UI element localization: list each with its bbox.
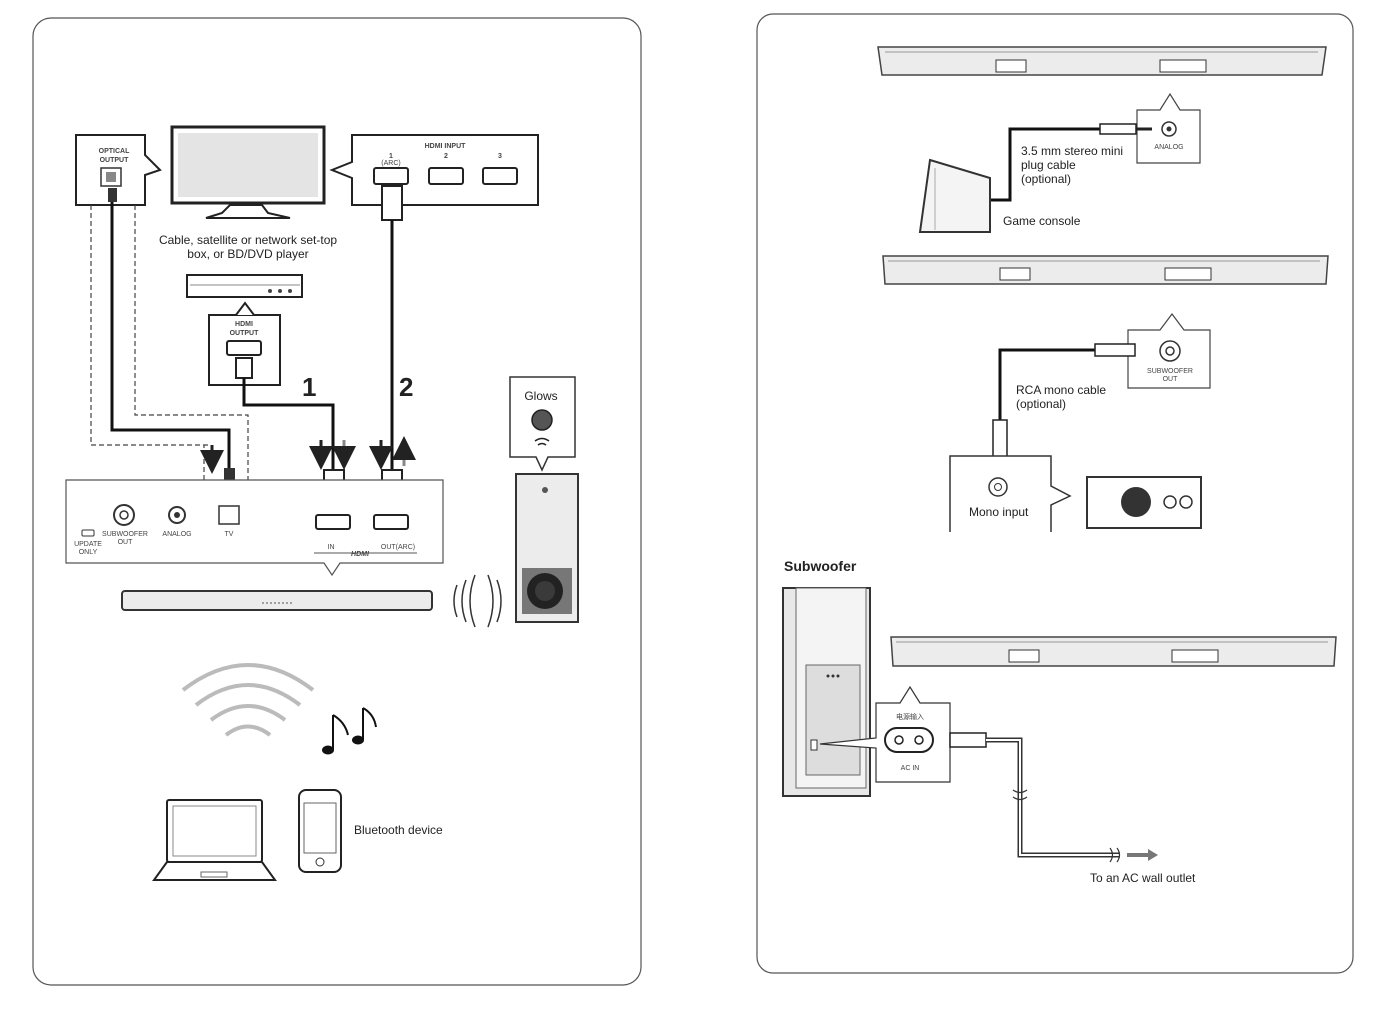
step-2-number: 2 <box>399 372 413 402</box>
analog-label: ANALOG <box>162 531 191 538</box>
wireless-waves-icon <box>453 574 502 628</box>
line2-label: OUTPUT <box>230 330 260 337</box>
update-line1-label: UPDATE <box>74 541 102 548</box>
out-arc-label: OUT(ARC) <box>381 544 415 551</box>
game-console-icon <box>918 158 991 233</box>
rca-cable <box>992 343 1136 463</box>
game-console-label: Game console <box>1003 214 1081 228</box>
hdmi-output-callout: HDMI OUTPUT <box>208 301 281 386</box>
right-page-frame <box>756 13 1354 974</box>
mini-plug-cable <box>990 123 1152 202</box>
bluetooth-waves-icon <box>181 663 315 737</box>
sub-out-line1-label: SUBWOOFER <box>1147 368 1193 375</box>
subwoofer-icon <box>515 473 579 623</box>
port3-label: 3 <box>498 153 502 160</box>
stereo-cable-line3-label: (optional) <box>1021 172 1071 186</box>
optical-line2: OUTPUT <box>100 157 130 164</box>
music-note-icon <box>322 707 377 755</box>
stereo-cable-line2-label: plug cable <box>1021 158 1076 172</box>
mono-input-label: Mono input <box>969 505 1029 519</box>
hdmi-input-title: HDMI INPUT <box>425 143 467 150</box>
sub-line1-label: SUBWOOFER <box>102 531 148 538</box>
bluetooth-device-label: Bluetooth device <box>354 823 443 837</box>
analog-callout: ANALOG <box>1136 92 1201 164</box>
soundbar-rear-middle <box>882 255 1329 285</box>
left-page-frame <box>32 17 642 986</box>
stereo-cable-line1-label: 3.5 mm stereo mini <box>1021 144 1123 158</box>
glows-label: Glows <box>524 389 557 403</box>
port1-sub-label: (ARC) <box>381 160 400 167</box>
source-caption-line1: Cable, satellite or network set-top <box>159 233 337 247</box>
ac-in-label: AC IN <box>901 765 920 772</box>
source-caption-line2: box, or BD/DVD player <box>187 247 308 261</box>
power-cord <box>949 732 1158 863</box>
external-subwoofer-icon <box>1086 476 1202 529</box>
subwoofer-side-icon <box>782 587 871 797</box>
soundbar-rear-top <box>877 46 1327 76</box>
step-1-number: 1 <box>302 372 316 402</box>
tv-label: TV <box>225 531 234 538</box>
soundbar-rear-panel: UPDATE ONLY SUBWOOFER OUT ANALOG TV IN O… <box>65 479 444 577</box>
rca-line1-label: RCA mono cable <box>1016 383 1106 397</box>
wall-outlet-label: To an AC wall outlet <box>1090 871 1196 885</box>
subwoofer-out-callout: SUBWOOFER OUT <box>1127 313 1211 389</box>
mono-input-callout <box>949 455 1072 532</box>
sub-line2-label: OUT <box>118 539 134 546</box>
port1-label: 1 <box>389 153 393 160</box>
port2-label: 2 <box>444 153 448 160</box>
set-top-box-icon <box>186 274 303 298</box>
subwoofer-heading: Subwoofer <box>784 558 857 574</box>
tv-icon <box>170 125 326 219</box>
soundbar-front <box>121 590 433 611</box>
power-in-cn-label: 电源输入 <box>896 712 924 721</box>
laptop-icon <box>152 799 277 881</box>
in-label: IN <box>328 544 335 551</box>
glows-callout: Glows <box>509 376 576 472</box>
hdmi-input-callout: HDMI INPUT 1 (ARC) 2 3 <box>329 134 539 206</box>
ac-in-callout: 电源输入 AC IN <box>819 685 951 783</box>
line1-label: HDMI <box>235 321 253 328</box>
hdmi-label: HDMI <box>351 551 370 558</box>
sub-out-line2-label: OUT <box>1163 376 1179 383</box>
optical-line1: OPTICAL <box>99 148 130 155</box>
optical-output-callout: OPTICAL OUTPUT <box>75 134 162 206</box>
rca-line2-label: (optional) <box>1016 397 1066 411</box>
soundbar-rear-bottom <box>890 636 1337 667</box>
update-line2-label: ONLY <box>79 549 98 556</box>
hdmi-cable-2 <box>369 185 416 511</box>
analog-label-label: ANALOG <box>1154 144 1183 151</box>
smartphone-icon <box>298 789 342 873</box>
